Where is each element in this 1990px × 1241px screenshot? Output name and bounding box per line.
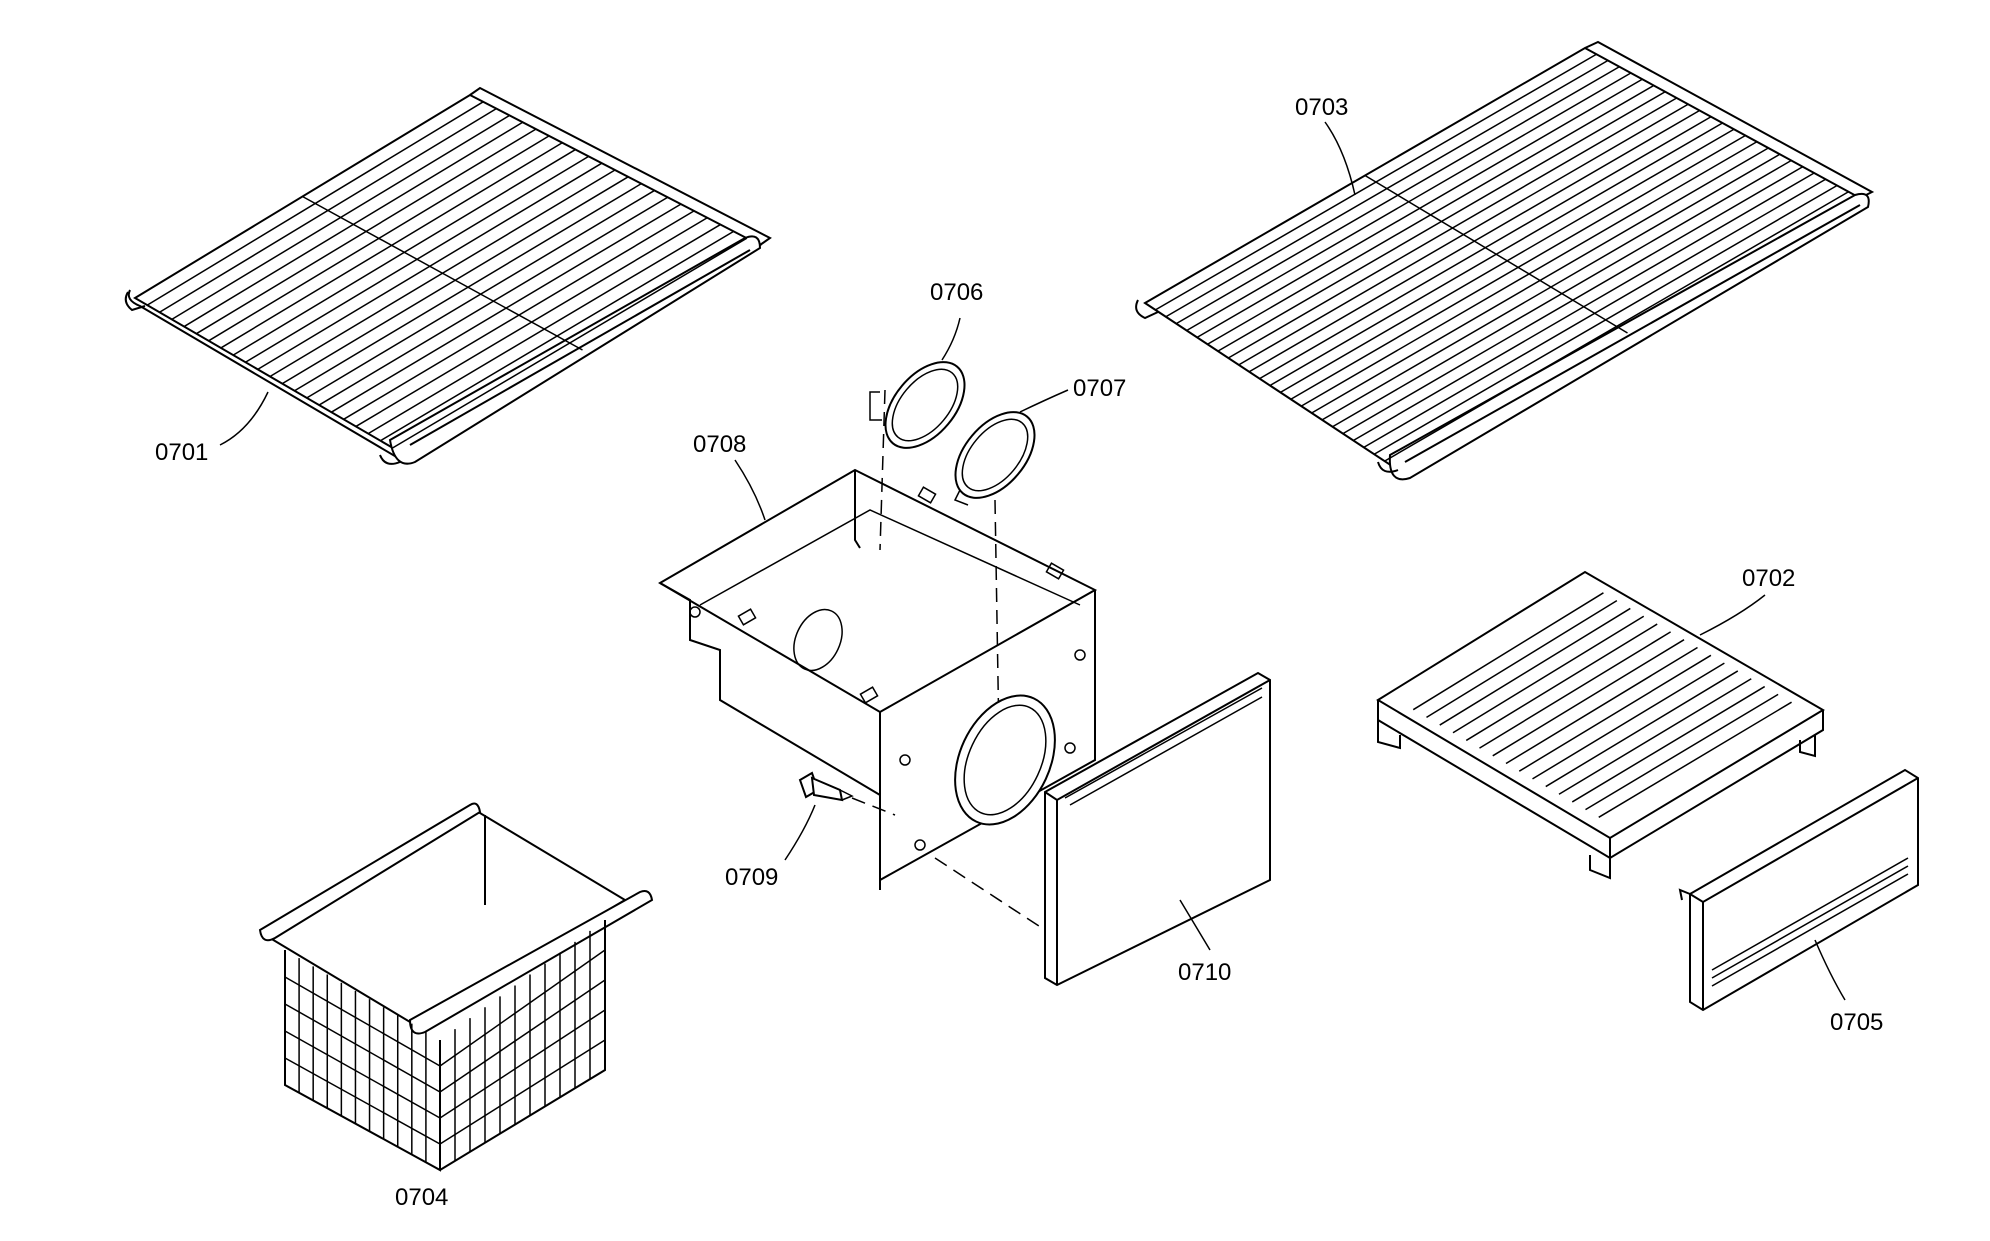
label-0710: 0710 [1178, 959, 1231, 986]
leader-0701 [219, 391, 269, 446]
leader-lines [219, 121, 1846, 1001]
leader-0710 [1179, 899, 1211, 951]
label-0705: 0705 [1830, 1009, 1883, 1036]
shelf-0702 [1376, 570, 1825, 880]
leader-0708 [734, 459, 766, 521]
leader-0709 [784, 804, 816, 861]
label-0703: 0703 [1295, 94, 1348, 121]
label-0706: 0706 [930, 279, 983, 306]
drawer-front-0705 [1678, 768, 1919, 1012]
leader-0706 [941, 317, 961, 361]
dashed-guide-0706 [879, 389, 886, 551]
shelf-0703 [1135, 40, 1875, 481]
label-0709: 0709 [725, 864, 778, 891]
wire-basket-0704 [258, 802, 654, 1172]
label-0707: 0707 [1073, 375, 1126, 402]
cover-disc-0706 [869, 361, 966, 449]
label-0708: 0708 [693, 431, 746, 458]
cover-disc-0707 [953, 411, 1036, 506]
label-0701: 0701 [155, 439, 208, 466]
leader-0703 [1324, 121, 1356, 196]
housing-0708 [658, 468, 1098, 890]
shelf-0701 [124, 86, 772, 465]
screw-0709 [798, 771, 896, 816]
leader-0707 [1019, 389, 1069, 413]
leader-0705 [1814, 939, 1846, 1001]
front-panel-0710 [934, 671, 1271, 987]
label-0704: 0704 [395, 1184, 448, 1211]
label-0702: 0702 [1742, 565, 1795, 592]
leader-0702 [1699, 594, 1766, 636]
